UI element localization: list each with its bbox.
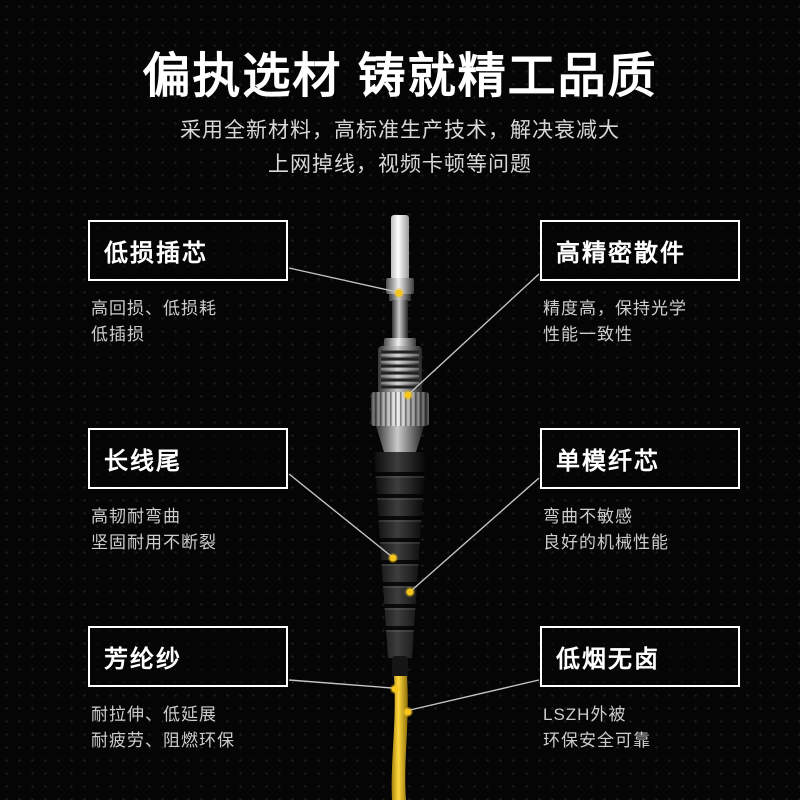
feature-desc: 耐拉伸、低延展 耐疲劳、阻燃环保 [91,705,235,750]
feature-title: 单模纤芯 [556,448,660,475]
feature-box: 芳纶纱 [88,626,288,687]
feature-low-smoke-halogen-free: 低烟无卤 LSZH外被 环保安全可靠 [540,626,740,753]
feature-desc: 高回损、低损耗 低插损 [91,299,217,344]
feature-box: 低烟无卤 [540,626,740,687]
feature-desc: 精度高，保持光学 性能一致性 [543,299,687,344]
feature-title: 低烟无卤 [556,646,660,673]
feature-box: 低损插芯 [88,220,288,281]
feature-aramid-yarn: 芳纶纱 耐拉伸、低延展 耐疲劳、阻燃环保 [88,626,288,753]
feature-box: 长线尾 [88,428,288,489]
feature-desc: LSZH外被 环保安全可靠 [543,705,651,750]
feature-long-tail: 长线尾 高韧耐弯曲 坚固耐用不断裂 [88,428,288,555]
feature-title: 长线尾 [104,448,182,475]
feature-title: 高精密散件 [556,240,686,267]
feature-desc: 弯曲不敏感 良好的机械性能 [543,507,669,552]
feature-single-mode-core: 单模纤芯 弯曲不敏感 良好的机械性能 [540,428,740,555]
page-subtitle: 采用全新材料，高标准生产技术，解决衰减大 上网掉线，视频卡顿等问题 [0,114,800,181]
subtitle-line-1: 采用全新材料，高标准生产技术，解决衰减大 [180,119,620,142]
feature-box: 高精密散件 [540,220,740,281]
feature-high-precision-parts: 高精密散件 精度高，保持光学 性能一致性 [540,220,740,347]
feature-title: 低损插芯 [104,240,208,267]
feature-title: 芳纶纱 [104,646,182,673]
feature-box: 单模纤芯 [540,428,740,489]
feature-desc: 高韧耐弯曲 坚固耐用不断裂 [91,507,217,552]
subtitle-line-2: 上网掉线，视频卡顿等问题 [268,152,532,176]
feature-low-loss-ferrule: 低损插芯 高回损、低损耗 低插损 [88,220,288,347]
page-title: 偏执选材 铸就精工品质 [142,50,658,103]
